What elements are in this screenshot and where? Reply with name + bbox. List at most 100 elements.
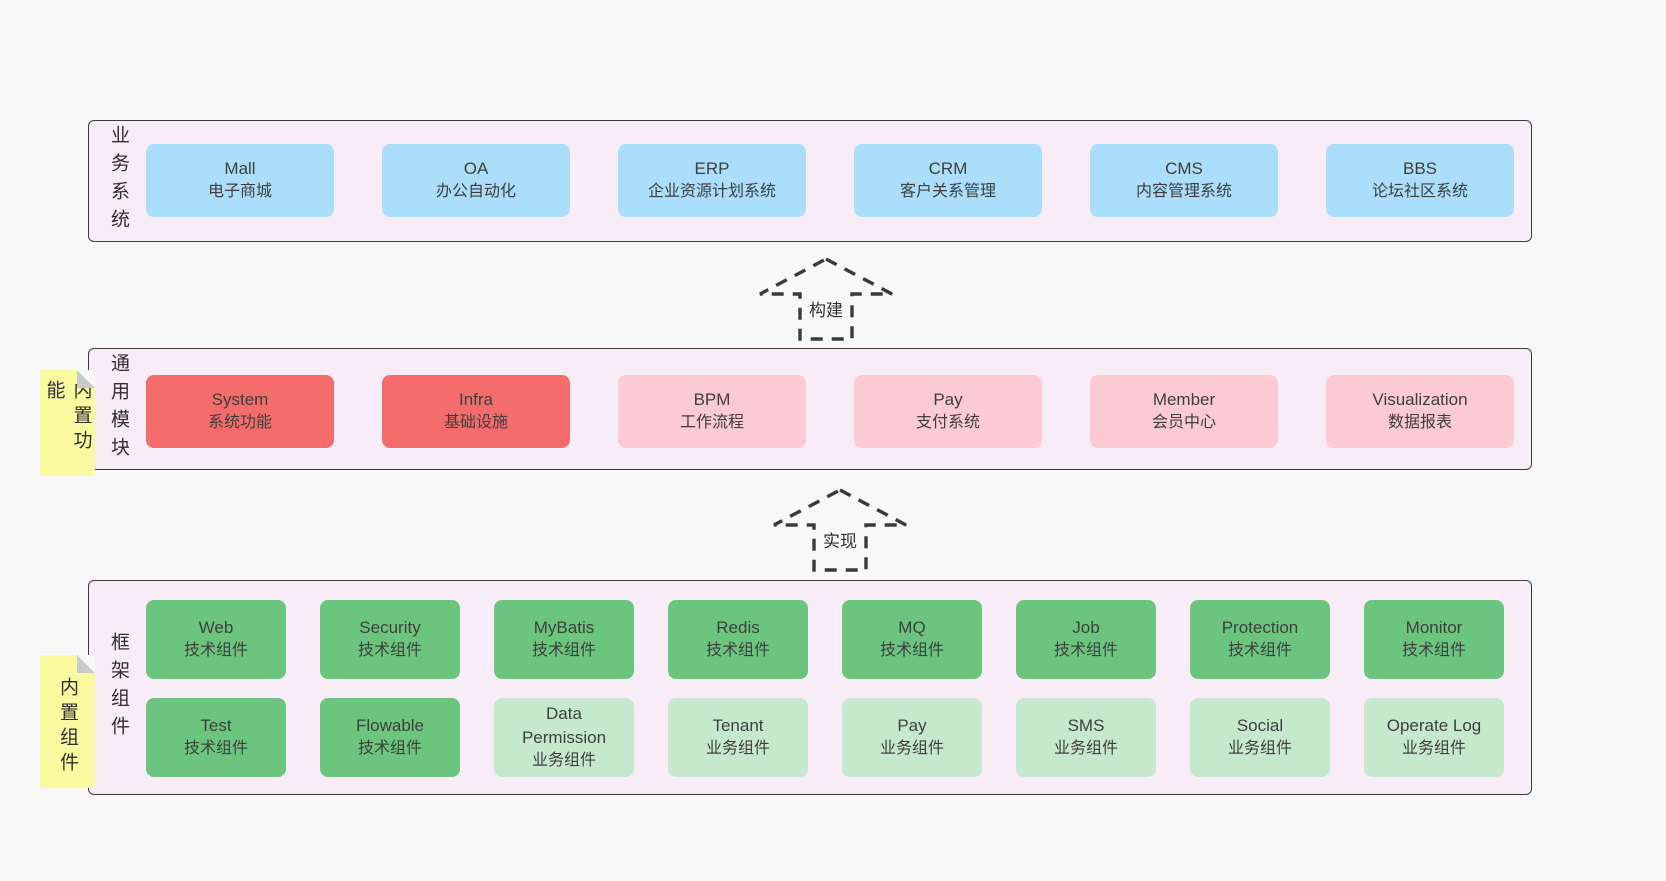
box-title: Tenant [712, 716, 764, 736]
build-arrow-label: 构建 [809, 301, 843, 320]
box-title: MQ [898, 618, 926, 638]
modules-layer-label: 通用模块 [108, 353, 129, 465]
box-subtitle: 基础设施 [443, 414, 508, 432]
note-text: 内置功能 [43, 380, 92, 455]
box-title: Pay [933, 390, 963, 410]
note-fold-corner [77, 655, 95, 673]
box-subtitle: 业务组件 [531, 752, 596, 770]
modules-boxes-row: System 系统功能 Infra 基础设施 BPM 工作流程 Pay 支付系统… [146, 375, 1514, 448]
box-test: Test 技术组件 [146, 698, 286, 777]
box-subtitle: 业务组件 [705, 740, 770, 758]
box-erp: ERP 企业资源计划系统 [618, 144, 806, 217]
business-layer-label: 业务系统 [108, 125, 129, 237]
components-row-2: Test 技术组件 Flowable 技术组件 Data Permission … [146, 698, 1504, 777]
box-sms: SMS 业务组件 [1016, 698, 1156, 777]
box-security: Security 技术组件 [320, 600, 460, 679]
box-member: Member 会员中心 [1090, 375, 1278, 448]
built-in-components-note: 内置组件 [40, 655, 95, 788]
box-social: Social 业务组件 [1190, 698, 1330, 777]
box-title: BBS [1402, 159, 1438, 179]
box-monitor: Monitor 技术组件 [1364, 600, 1504, 679]
box-title: Web [198, 618, 234, 638]
components-row-1: Web 技术组件 Security 技术组件 MyBatis 技术组件 Redi… [146, 600, 1504, 679]
box-subtitle: 内容管理系统 [1135, 183, 1232, 201]
box-title: SMS [1067, 716, 1105, 736]
box-subtitle: 会员中心 [1151, 414, 1216, 432]
box-tenant: Tenant 业务组件 [668, 698, 808, 777]
box-subtitle: 技术组件 [1401, 642, 1466, 660]
box-crm: CRM 客户关系管理 [854, 144, 1042, 217]
box-web: Web 技术组件 [146, 600, 286, 679]
box-title: BPM [693, 390, 731, 410]
box-subtitle: 技术组件 [183, 642, 248, 660]
box-subtitle: 技术组件 [1053, 642, 1118, 660]
box-subtitle: 工作流程 [679, 414, 744, 432]
box-operate-log: Operate Log 业务组件 [1364, 698, 1504, 777]
box-subtitle: 企业资源计划系统 [647, 183, 776, 201]
components-layer-label: 框架组件 [108, 631, 129, 744]
box-visualization: Visualization 数据报表 [1326, 375, 1514, 448]
box-mall: Mall 电子商城 [146, 144, 334, 217]
box-title: Infra [458, 390, 494, 410]
box-title: MyBatis [533, 618, 595, 638]
box-title: Redis [716, 618, 760, 638]
box-subtitle: 电子商城 [207, 183, 272, 201]
box-title: Visualization [1372, 390, 1468, 410]
box-oa: OA 办公自动化 [382, 144, 570, 217]
box-subtitle: 业务组件 [1401, 740, 1466, 758]
box-data-permission: Data Permission 业务组件 [494, 698, 634, 777]
box-mybatis: MyBatis 技术组件 [494, 600, 634, 679]
box-subtitle: 论坛社区系统 [1371, 183, 1468, 201]
box-subtitle: 技术组件 [531, 642, 596, 660]
box-title: Operate Log [1386, 716, 1482, 736]
box-subtitle: 技术组件 [705, 642, 770, 660]
box-job: Job 技术组件 [1016, 600, 1156, 679]
box-bbs: BBS 论坛社区系统 [1326, 144, 1514, 217]
box-subtitle: 数据报表 [1387, 414, 1452, 432]
box-subtitle: 业务组件 [879, 740, 944, 758]
box-subtitle: 技术组件 [879, 642, 944, 660]
note-fold-corner [77, 370, 95, 388]
implement-arrow: 实现 [771, 487, 909, 573]
box-subtitle: 技术组件 [357, 642, 422, 660]
box-title: CMS [1165, 159, 1203, 179]
box-title: Social [1236, 716, 1284, 736]
built-in-functions-note: 内置功能 [40, 370, 95, 476]
build-arrow: 构建 [757, 256, 895, 342]
box-subtitle: 业务组件 [1227, 740, 1292, 758]
box-pay-component: Pay 业务组件 [842, 698, 982, 777]
box-subtitle: 技术组件 [357, 740, 422, 758]
box-title: Pay [897, 716, 927, 736]
box-system: System 系统功能 [146, 375, 334, 448]
box-subtitle: 业务组件 [1053, 740, 1118, 758]
box-title: OA [463, 159, 489, 179]
box-cms: CMS 内容管理系统 [1090, 144, 1278, 217]
box-title: Mall [224, 159, 256, 179]
box-subtitle: 办公自动化 [435, 183, 516, 201]
box-title: System [211, 390, 269, 410]
business-systems-layer: 业务系统 Mall 电子商城 OA 办公自动化 ERP 企业资源计划系统 CRM… [88, 120, 1532, 242]
box-title: Member [1152, 390, 1216, 410]
common-modules-layer: 通用模块 System 系统功能 Infra 基础设施 BPM 工作流程 Pay… [88, 348, 1532, 470]
box-title: Job [1072, 618, 1100, 638]
box-title: ERP [694, 159, 730, 179]
box-title: Flowable [355, 716, 425, 736]
box-title: Monitor [1405, 618, 1463, 638]
box-subtitle: 技术组件 [183, 740, 248, 758]
note-text: 内置组件 [57, 676, 78, 777]
box-subtitle: 系统功能 [207, 414, 272, 432]
implement-arrow-label: 实现 [823, 532, 857, 551]
box-bpm: BPM 工作流程 [618, 375, 806, 448]
box-title: Test [200, 716, 232, 736]
box-subtitle: 技术组件 [1227, 642, 1292, 660]
box-mq: MQ 技术组件 [842, 600, 982, 679]
box-title: Data Permission [521, 704, 607, 748]
box-title: Security [359, 618, 421, 638]
box-redis: Redis 技术组件 [668, 600, 808, 679]
box-pay-system: Pay 支付系统 [854, 375, 1042, 448]
box-protection: Protection 技术组件 [1190, 600, 1330, 679]
box-infra: Infra 基础设施 [382, 375, 570, 448]
box-subtitle: 客户关系管理 [899, 183, 996, 201]
box-subtitle: 支付系统 [915, 414, 980, 432]
